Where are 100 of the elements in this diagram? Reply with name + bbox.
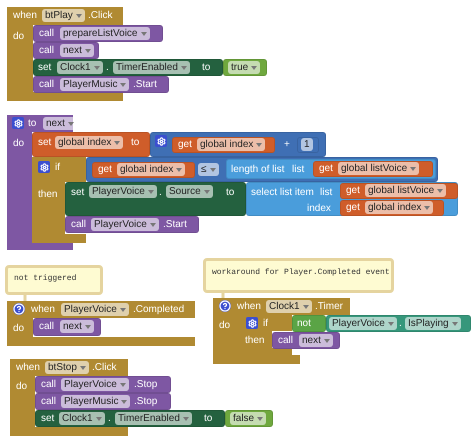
block-label: call [39,78,54,91]
block-label: if [55,161,60,174]
block-label: .Stop [134,395,158,408]
get-variable-block [340,200,444,216]
block-label: select list item [251,186,314,199]
getter-block [326,315,471,332]
block-label: call [39,44,54,57]
call-block [33,76,169,93]
block-label: then [245,334,264,347]
block-label: set [71,186,84,199]
dropdown-field: PlayerVoice [89,185,157,198]
block-label: .Stop [134,378,158,391]
comment-bubble [5,265,103,295]
call-block [33,318,101,336]
comment-text: workaround for Player.Completed event [212,268,390,278]
block-label: set [41,412,54,425]
block-label: if [263,317,268,330]
dropdown-field: Clock1 [59,412,105,425]
call-block [272,332,340,349]
block-label: list [320,186,332,199]
select-list-item-block [246,182,458,216]
compare-block [86,157,438,182]
block-label: . [159,186,162,199]
block-label: not [297,317,311,330]
get-variable-block [172,137,275,153]
dropdown-field: PlayerVoice [61,378,129,391]
dropdown-field: next [60,44,94,57]
block-label: when [16,361,40,374]
block-label: .Click [88,9,112,22]
block-label: get [346,201,360,214]
dropdown-field: PlayerMusic [61,395,130,408]
block-label: . [106,61,109,74]
setter-block [33,59,223,76]
block-label: set [38,61,52,74]
comment-text: not triggered [14,274,76,284]
block-label: when [13,9,37,22]
get-variable-block [340,183,458,199]
block-label: .Start [163,218,187,231]
setter-block [35,410,225,427]
dropdown-field: next [43,117,77,130]
block-label: when [31,303,55,316]
list-length-block [226,159,436,179]
block-label: get [178,138,192,151]
boolean-block [225,410,273,427]
call-block [35,393,171,410]
block-label: to [28,117,36,130]
number-field: 1 [301,138,313,151]
dropdown-field: global index [55,136,124,149]
dropdown-field: PlayerVoice [61,303,129,316]
block-label: .Completed [133,303,184,316]
block-label: set [38,136,52,149]
block-label: call [41,378,56,391]
call-block [65,216,199,233]
set-variable-block [32,132,150,157]
dropdown-field: global listVoice [338,162,420,175]
block-label: do [219,319,230,332]
block-label: . [399,317,402,330]
dropdown-field: IsPlaying [405,317,461,330]
block-label: get [98,163,112,176]
block-label: do [13,30,24,43]
number-block [297,137,319,153]
setter-block [65,182,246,216]
not-block [292,315,326,332]
block-label: call [71,218,86,231]
block-label: .Start [133,78,157,91]
comment-bubble [203,258,394,293]
block-label: call [41,395,56,408]
block-label: get [319,162,333,175]
get-variable-block [313,161,433,177]
dropdown-field: TimerEnabled [115,412,192,425]
block-label: . [108,412,111,425]
math-add-block [150,132,326,157]
call-block [35,376,171,393]
block-label: to [131,136,140,149]
get-variable-block [92,162,195,178]
dropdown-field: btPlay [42,9,85,22]
block-label: .Timer [315,300,343,313]
dropdown-field: global index [117,163,186,176]
dropdown-field: ≤ [198,163,218,176]
dropdown-field: TimerEnabled [113,61,190,74]
dropdown-field: global index [197,138,266,151]
block-label: call [39,27,54,40]
block-label: list [292,163,304,176]
dropdown-field: false [230,412,266,425]
dropdown-field: PlayerVoice [91,218,159,231]
boolean-block [223,59,267,76]
block-label: get [346,184,360,197]
call-block [33,25,163,42]
block-label: to [226,186,234,199]
block-label: + [284,138,290,151]
dropdown-field: PlayerMusic [60,78,130,91]
dropdown-field: Source [166,185,213,198]
block-label: then [38,188,58,201]
block-label: to [204,412,212,425]
block-label: when [237,300,261,313]
dropdown-field: next [299,334,333,347]
block-label: do [13,137,24,150]
dropdown-field: next [60,320,94,333]
block-label: index [307,202,331,215]
dropdown-field: global index [365,201,434,214]
